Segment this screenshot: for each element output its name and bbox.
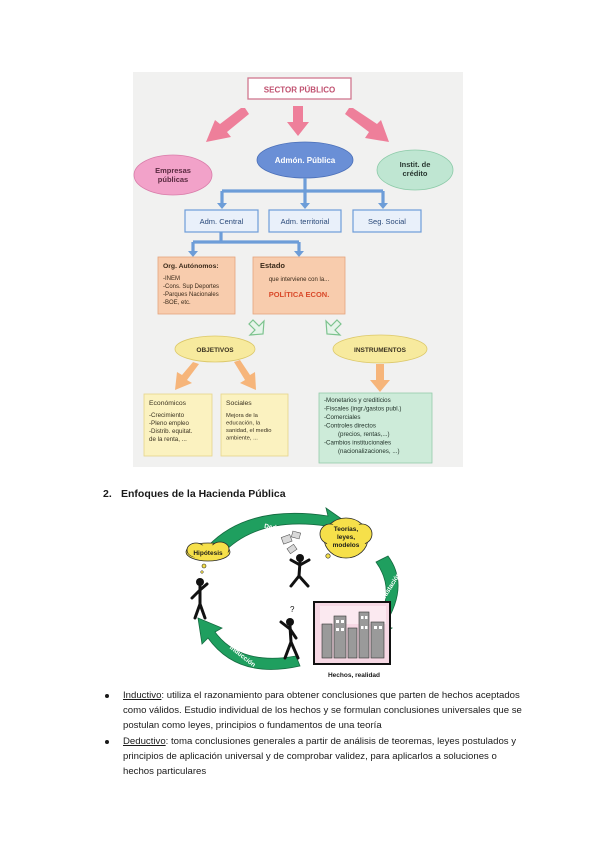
empresas-label-2: públicas (158, 175, 188, 184)
enfoques-cycle-diagram: Deducción Contrastación Inducción Hipóte… (185, 507, 402, 679)
instrumentos-ellipse (332, 334, 428, 364)
orange-arrow-down-icon (370, 364, 390, 392)
sector-publico-diagram: SECTOR PÚBLICO Admón. Pública Empresas p… (133, 72, 463, 467)
economicos-item: de la renta, ... (149, 436, 187, 443)
sector-publico-label: SECTOR PÚBLICO (264, 86, 335, 95)
instrumento-item: -Comerciales (324, 414, 360, 421)
estado-box (252, 256, 346, 315)
economicos-box (143, 393, 213, 457)
orange-arrow-left-icon (175, 362, 199, 390)
sector-publico-box (247, 77, 352, 100)
bullet-dot-icon (105, 739, 109, 744)
bullet-text: : utiliza el razonamiento para obtener c… (123, 690, 522, 732)
objetivos-ellipse (174, 335, 256, 363)
org-item: -Cons. Sup Deportes (163, 284, 219, 290)
arrow-right-icon (345, 108, 389, 142)
admon-publica-label: Admón. Pública (275, 156, 336, 165)
down-left-arrow-icon (248, 319, 265, 336)
orange-arrows (175, 360, 390, 392)
teorias-label-3: modelos (333, 542, 360, 549)
section-heading: 2. Enfoques de la Hacienda Pública (103, 488, 286, 500)
central-arrowheads (188, 251, 304, 257)
section-number: 2. (103, 488, 112, 500)
sociales-item: ambiente, ... (226, 436, 258, 442)
org-autonomos-box (157, 256, 236, 315)
thinker-figure-icon (190, 578, 209, 620)
instrumento-item: -Monetarios y crediticios (324, 397, 391, 404)
teorias-label-1: Teorías, (334, 526, 359, 533)
questioning-figure-icon (279, 618, 300, 660)
writer-figure-icon (289, 554, 311, 588)
bullet-deductivo: Deductivo: toma conclusiones generales a… (103, 734, 523, 780)
bullet-list: Inductivo: utiliza el razonamiento para … (103, 688, 523, 779)
org-item: -INEM (163, 276, 180, 282)
org-item: -Parques Nacionales (163, 292, 219, 298)
hipotesis-label: Hipótesis (193, 550, 223, 557)
seg-social-box (352, 209, 422, 233)
sociales-box (220, 393, 289, 457)
instrumentos-box (318, 392, 433, 464)
instrumento-item: -Fiscales (ingr./gastos publ.) (324, 406, 401, 413)
adm-territorial-label: Adm. territorial (281, 217, 330, 226)
estado-subtitle: que interviene con la... (269, 277, 330, 283)
instit-label-1: Instit. de (400, 160, 431, 169)
bullet-term: Deductivo (123, 735, 166, 747)
instrumento-item: (precios, rentas,...) (338, 431, 390, 438)
papers-icon (280, 530, 302, 555)
empresas-publicas-bubble (133, 154, 213, 196)
bullet-text: : toma conclusiones generales a partir d… (123, 735, 517, 778)
sociales-item: sanidad, el medio (226, 428, 271, 434)
instrumento-item: -Cambios institucionales (324, 440, 391, 447)
arrow-down-icon (287, 106, 309, 136)
sociales-item: educación, la (226, 421, 261, 427)
sociales-title: Sociales (226, 400, 252, 407)
economicos-item: -Distrib. equitat. (149, 428, 193, 435)
section-title: Enfoques de la Hacienda Pública (121, 488, 286, 500)
seg-social-label: Seg. Social (368, 217, 406, 226)
estado-title: Estado (260, 261, 285, 270)
green-hollow-arrows (248, 319, 342, 336)
orange-arrow-right-icon (234, 360, 256, 390)
arrow-left-icon (206, 108, 249, 142)
instrumento-item: -Controles directos (324, 423, 376, 430)
teorias-label-2: leyes, (337, 534, 355, 541)
instit-credito-bubble (376, 149, 454, 191)
bullet-dot-icon (105, 694, 109, 698)
sociales-item: Mejora de la (226, 413, 259, 419)
bullet-inductivo: Inductivo: utiliza el razonamiento para … (103, 688, 523, 734)
pink-arrows (206, 106, 389, 142)
down-right-arrow-icon (325, 319, 342, 336)
central-connectors (191, 232, 301, 251)
city-frame-icon (313, 601, 391, 665)
org-autonomos-title: Org. Autónomos: (163, 263, 219, 270)
induccion-arrow (197, 617, 301, 670)
adm-central-label: Adm. Central (200, 217, 244, 226)
adm-territorial-box (268, 209, 342, 233)
teorias-cloud (319, 517, 373, 559)
hipotesis-cloud (185, 541, 231, 574)
instrumento-item: (nacionalizaciones, ...) (338, 448, 400, 455)
instit-label-2: crédito (402, 169, 427, 178)
economicos-item: -Pleno empleo (149, 420, 189, 427)
instrumentos-label: INSTRUMENTOS (354, 347, 407, 354)
economicos-title: Económicos (149, 400, 187, 407)
org-item: -BOE, etc. (163, 300, 191, 306)
deduccion-label: Deducción (264, 523, 298, 535)
objetivos-label: OBJETIVOS (196, 347, 234, 354)
question-mark-icon: ? (290, 605, 295, 614)
politica-econ-label: POLÍTICA ECON. (269, 290, 330, 299)
economicos-item: -Crecimiento (149, 412, 185, 419)
empresas-label-1: Empresas (155, 166, 191, 175)
admon-arrowheads (217, 203, 388, 209)
hechos-label: Hechos, realidad (328, 672, 380, 679)
admon-connectors (220, 178, 385, 203)
bullet-term: Inductivo (123, 690, 162, 701)
